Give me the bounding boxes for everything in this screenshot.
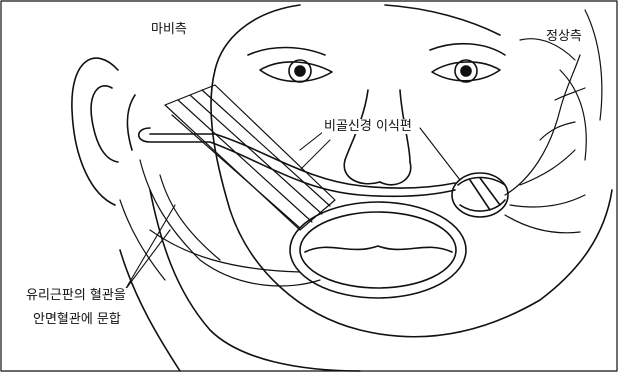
sural-nerve-graft-label: 비골신경 이식편	[322, 119, 414, 134]
anastomosis-label-line2: 안면혈관에 문합	[31, 312, 123, 327]
paralyzed-side-label: 마비측	[151, 23, 187, 36]
right-eye	[432, 60, 500, 82]
ear	[72, 58, 135, 205]
vessels	[120, 160, 320, 286]
muscle-flap	[165, 85, 335, 230]
eyebrows	[248, 44, 505, 55]
normal-side-label: 정상측	[546, 30, 582, 43]
face-outline	[120, 5, 612, 371]
normal-side-nerve-branches	[505, 55, 585, 233]
left-eye	[260, 60, 332, 82]
anastomosis-site	[452, 173, 508, 217]
nose	[344, 90, 411, 185]
anastomosis-label-line1: 유리근판의 혈관을	[24, 288, 128, 303]
